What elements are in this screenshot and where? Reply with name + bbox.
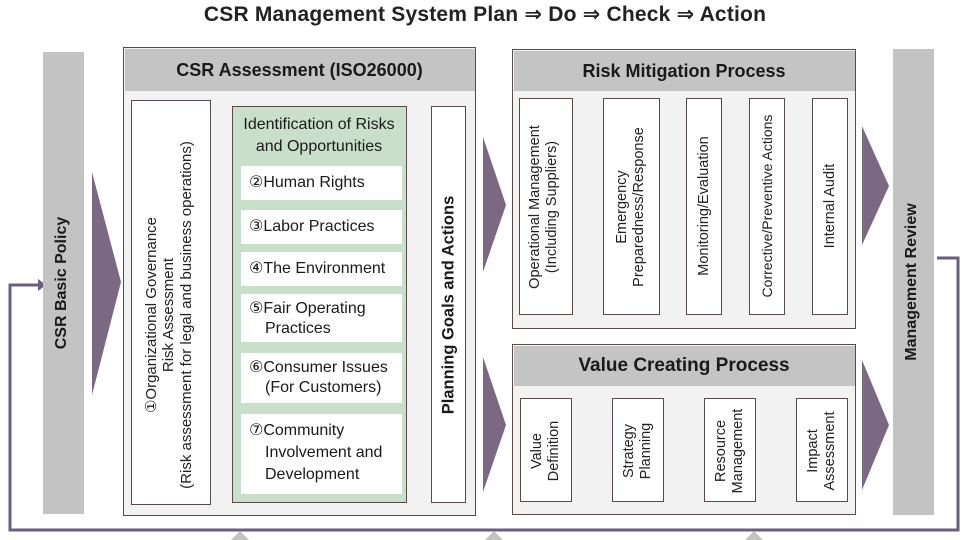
risk-step-operational-line-1: Operational Management bbox=[527, 125, 543, 289]
value-step-strategy-text: Strategy Planning bbox=[621, 399, 657, 503]
risk-step-monitoring: Monitoring/Evaluation bbox=[686, 98, 722, 315]
risk-step-emergency-line-1: Emergency bbox=[614, 170, 630, 244]
value-step-definition-text: Value Definition bbox=[529, 399, 565, 503]
issue-community: ⑦Community Involvement and Development bbox=[241, 414, 402, 494]
identification-title-line-2: and Opportunities bbox=[255, 138, 383, 155]
bottom-notch-3 bbox=[745, 531, 763, 540]
issue-consumer-line-2: (For Customers) bbox=[265, 379, 382, 396]
arrow-assessment-to-value bbox=[483, 357, 506, 492]
risk-step-monitoring-text: Monitoring/Evaluation bbox=[696, 136, 712, 276]
governance-line-2: Risk Assessment bbox=[160, 257, 178, 373]
value-step-definition: Value Definition bbox=[520, 398, 572, 502]
issue-fair-operating: ⑤Fair Operating Practices bbox=[241, 294, 402, 342]
issue-consumer-line-1: ⑥Consumer Issues bbox=[249, 359, 388, 376]
value-creating-header: Value Creating Process bbox=[513, 345, 855, 386]
identification-title-line-1: Identification of Risks bbox=[243, 116, 395, 133]
arrow-assessment-to-risk bbox=[483, 137, 506, 272]
arrow-risk-to-review bbox=[862, 126, 889, 245]
arrow-value-to-review bbox=[862, 360, 889, 490]
value-step-strategy-line-1: Strategy bbox=[621, 424, 637, 478]
diagram-title: CSR Management System Plan ⇒ Do ⇒ Check … bbox=[203, 3, 767, 26]
risk-step-emergency-text: Emergency Preparedness/Response bbox=[614, 102, 650, 312]
issue-community-line-2: Involvement and bbox=[265, 444, 383, 461]
issue-labor-practices: ③Labor Practices bbox=[241, 210, 402, 244]
value-step-definition-line-1: Value bbox=[529, 433, 545, 470]
arrow-policy-to-assessment bbox=[92, 172, 121, 395]
planning-box: Planning Goals and Actions bbox=[431, 106, 466, 503]
value-step-resource-line-2: Management bbox=[729, 408, 746, 494]
value-step-impact-line-2: Assessment bbox=[821, 411, 838, 491]
governance-box: ①Organizational Governance Risk Assessme… bbox=[131, 100, 211, 505]
planning-label: Planning Goals and Actions bbox=[439, 195, 458, 415]
value-step-resource-line-1: Resource bbox=[713, 419, 729, 483]
value-step-impact: Impact Assessment bbox=[796, 398, 848, 502]
risk-step-emergency-line-2: Preparedness/Response bbox=[630, 127, 647, 287]
issue-fair-operating-line-1: ⑤Fair Operating bbox=[249, 300, 366, 317]
bottom-notch-1 bbox=[231, 531, 249, 540]
bottom-notch-2 bbox=[485, 531, 503, 540]
risk-step-corrective: Corrective/Preventive Actions bbox=[749, 98, 785, 315]
issue-environment-label: ④The Environment bbox=[249, 260, 386, 277]
issue-community-line-3: Development bbox=[265, 466, 360, 483]
value-step-strategy: Strategy Planning bbox=[612, 398, 664, 502]
risk-step-operational: Operational Management (Including Suppli… bbox=[519, 98, 573, 315]
governance-line-1: ①Organizational Governance bbox=[143, 216, 160, 414]
management-review-label: Management Review bbox=[903, 203, 920, 361]
value-step-impact-text: Impact Assessment bbox=[805, 399, 841, 503]
governance-text: ①Organizational Governance Risk Assessme… bbox=[143, 115, 201, 515]
value-step-impact-line-1: Impact bbox=[805, 429, 821, 473]
feedback-arrowhead bbox=[38, 279, 46, 291]
risk-mitigation-header: Risk Mitigation Process bbox=[513, 50, 855, 91]
csr-basic-policy-bar: CSR Basic Policy bbox=[43, 52, 84, 514]
issue-consumer: ⑥Consumer Issues (For Customers) bbox=[241, 353, 402, 403]
risk-step-internal-audit: Internal Audit bbox=[812, 98, 848, 315]
issue-human-rights: ②Human Rights bbox=[241, 166, 402, 200]
issue-community-line-1: ⑦Community bbox=[249, 422, 345, 439]
value-step-definition-line-2: Definition bbox=[545, 420, 562, 482]
risk-step-corrective-text: Corrective/Preventive Actions bbox=[759, 114, 775, 298]
management-review-bar: Management Review bbox=[893, 49, 934, 515]
risk-step-internal-audit-text: Internal Audit bbox=[822, 163, 838, 249]
governance-line-3: (Risk assessment for legal and business … bbox=[177, 141, 195, 489]
risk-step-operational-line-2: (Including Suppliers) bbox=[543, 140, 560, 274]
value-step-resource-text: Resource Management bbox=[713, 399, 749, 503]
risk-step-operational-text: Operational Management (Including Suppli… bbox=[527, 102, 563, 312]
identification-title: Identification of Risks and Opportunitie… bbox=[233, 114, 405, 158]
issue-environment: ④The Environment bbox=[241, 252, 402, 286]
issue-human-rights-label: ②Human Rights bbox=[249, 174, 365, 191]
risk-step-emergency: Emergency Preparedness/Response bbox=[603, 98, 660, 315]
value-step-resource: Resource Management bbox=[704, 398, 756, 502]
value-step-strategy-line-2: Planning bbox=[637, 422, 654, 480]
issue-fair-operating-line-2: Practices bbox=[265, 320, 331, 337]
issue-labor-practices-label: ③Labor Practices bbox=[249, 218, 375, 235]
feedback-loop-line bbox=[8, 256, 960, 532]
csr-assessment-header: CSR Assessment (ISO26000) bbox=[124, 48, 475, 91]
csr-basic-policy-label: CSR Basic Policy bbox=[53, 216, 70, 350]
